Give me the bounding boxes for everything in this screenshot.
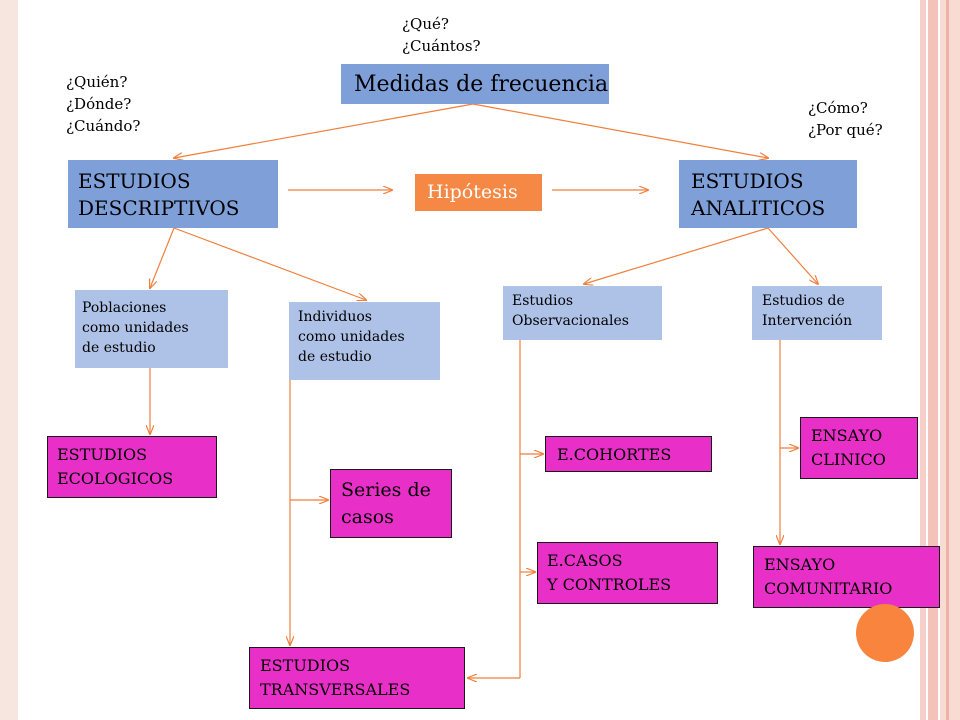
right-decor-stripe <box>940 0 960 720</box>
question-top: ¿Qué? ¿Cuántos? <box>402 15 481 55</box>
node-e-cohortes: E.COHORTES <box>545 436 712 472</box>
arrow-medidas-to-analiticos <box>472 103 768 158</box>
arrow-analiticos-to-intervencion <box>767 227 818 284</box>
right-decor-stripe <box>928 0 938 720</box>
decor-circle <box>856 604 914 662</box>
node-poblaciones: Poblaciones como unidades de estudio <box>75 290 228 368</box>
node-estudios-analiticos: ESTUDIOS ANALITICOS <box>679 160 857 228</box>
right-decor-stripe <box>946 0 949 720</box>
arrow-descriptivos-to-individuos <box>173 227 366 300</box>
node-e-casos-y-controles: E.CASOS Y CONTROLES <box>537 542 718 604</box>
arrow-descriptivos-to-poblaciones <box>150 227 175 288</box>
node-hipotesis: Hipótesis <box>415 174 542 211</box>
node-ensayo-comunitario: ENSAYO COMUNITARIO <box>753 546 940 608</box>
arrow-medidas-to-descriptivos <box>174 103 474 158</box>
node-medidas-de-frecuencia: Medidas de frecuencia <box>341 64 609 104</box>
node-estudios-intervencion: Estudios de Intervención <box>752 286 882 340</box>
node-individuos: Individuos como unidades de estudio <box>289 302 440 380</box>
left-decor-band <box>0 0 18 720</box>
right-decor-stripe <box>920 0 926 720</box>
question-right: ¿Cómo? ¿Por qué? <box>808 99 883 139</box>
node-series-de-casos: Series de casos <box>330 469 452 538</box>
node-ensayo-clinico: ENSAYO CLINICO <box>800 417 918 479</box>
node-estudios-ecologicos: ESTUDIOS ECOLOGICOS <box>47 436 217 498</box>
arrow-analiticos-to-observacionales <box>584 227 769 284</box>
node-estudios-descriptivos: ESTUDIOS DESCRIPTIVOS <box>68 160 278 228</box>
node-estudios-transversales: ESTUDIOS TRANSVERSALES <box>249 647 465 709</box>
node-estudios-observacionales: Estudios Observacionales <box>503 286 662 340</box>
question-left: ¿Quién? ¿Dónde? ¿Cuándo? <box>66 73 141 135</box>
